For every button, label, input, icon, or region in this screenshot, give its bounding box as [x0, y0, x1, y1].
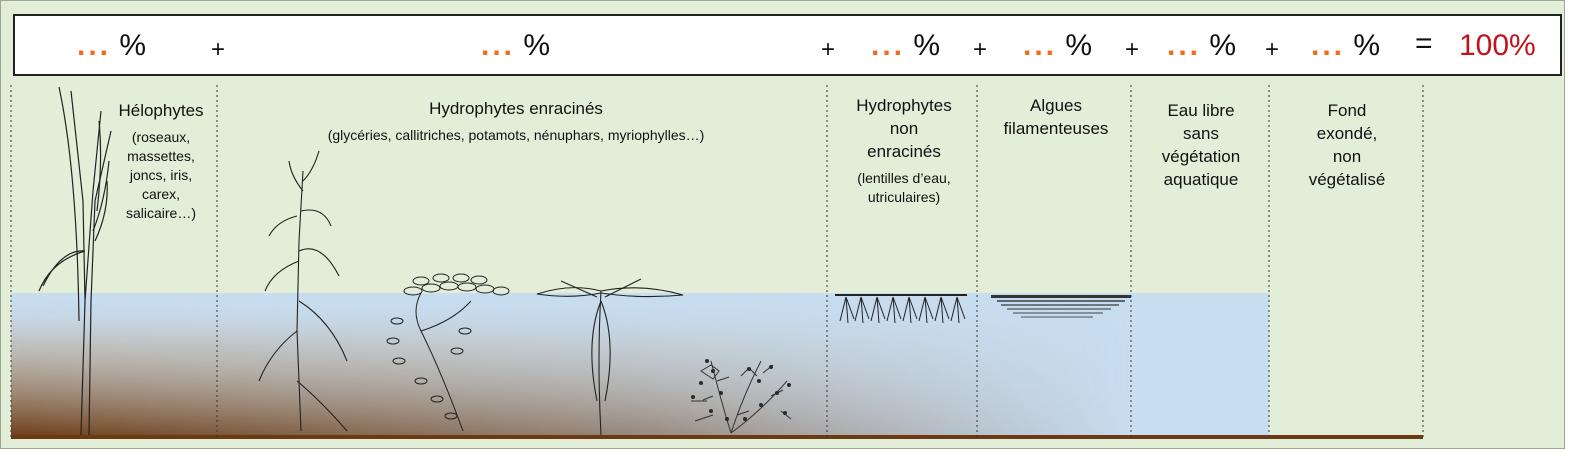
percent-sign: % — [913, 29, 941, 62]
term-eau-libre: ... % — [1167, 29, 1236, 63]
sediment-line — [11, 435, 1423, 439]
percent-sign: % — [523, 29, 551, 62]
reed-plant-icon — [38, 86, 112, 436]
water-lily-plant-icon — [536, 278, 684, 436]
plus-sign: + — [1125, 36, 1140, 63]
category-examples: (glycéries, callitriches, potamots, nénu… — [327, 127, 705, 143]
blank-dots: ... — [77, 29, 112, 62]
category-algues: Algues filamenteuses — [979, 94, 1133, 140]
category-examples: (roseaux, massettes, joncs, iris, carex,… — [125, 129, 196, 221]
term-algues: ... % — [1023, 29, 1092, 63]
category-title: Hydrophytes non enracinés — [856, 96, 952, 161]
blank-dots: ... — [1023, 29, 1058, 62]
category-fond-exonde: Fond exondé, non végétalisé — [1271, 99, 1423, 191]
plus-sign: + — [973, 36, 988, 63]
percent-sign: % — [1353, 29, 1381, 62]
plus-sign: + — [1265, 36, 1280, 63]
category-title: Eau libre sans végétation aquatique — [1161, 101, 1241, 189]
percentage-formula-bar: ... % + ... % + ... % + ... % + ... % + … — [13, 14, 1562, 76]
plus-sign: + — [821, 36, 836, 63]
blank-dots: ... — [1167, 29, 1202, 62]
percent-sign: % — [1065, 29, 1093, 62]
term-hydrophytes-enracines: ... % — [481, 29, 550, 63]
category-helophytes: Hélophytes (roseaux, massettes, joncs, i… — [101, 99, 221, 223]
term-hydrophytes-non-enracines: ... % — [871, 29, 940, 63]
category-eau-libre: Eau libre sans végétation aquatique — [1133, 99, 1269, 191]
category-title: Hydrophytes enracinés — [429, 99, 603, 118]
category-hydrophytes-non-enracines: Hydrophytes non enracinés (lentilles d’e… — [831, 94, 977, 207]
term-fond-exonde: ... % — [1311, 29, 1380, 63]
blank-dots: ... — [871, 29, 906, 62]
filamentous-algae-icon — [991, 295, 1131, 318]
category-title: Algues filamenteuses — [1003, 96, 1109, 138]
category-examples: (lentilles d’eau, utriculaires) — [857, 170, 951, 205]
column-dividers — [10, 85, 1424, 438]
category-title: Fond exondé, non végétalisé — [1308, 101, 1386, 189]
diagram-canvas: ... % + ... % + ... % + ... % + ... % + … — [0, 0, 1565, 449]
cross-section-illustration — [10, 85, 1424, 439]
blank-dots: ... — [481, 29, 516, 62]
equals-sign: = — [1415, 27, 1433, 60]
duckweed-plant-icon — [835, 294, 967, 324]
myriophyllum-foliage — [691, 359, 791, 421]
category-title: Hélophytes — [118, 101, 204, 120]
percent-sign: % — [119, 29, 147, 62]
sediment-gradient — [11, 293, 1131, 438]
plus-sign: + — [211, 36, 226, 63]
term-helophytes: ... % — [77, 29, 146, 63]
blank-dots: ... — [1311, 29, 1346, 62]
category-hydrophytes-enracines: Hydrophytes enracinés (glycéries, callit… — [231, 97, 801, 145]
callitriche-plant-icon — [386, 273, 510, 432]
percent-sign: % — [1209, 29, 1237, 62]
glyceria-plant-icon — [258, 150, 348, 432]
total-percent: 100% — [1459, 29, 1536, 62]
